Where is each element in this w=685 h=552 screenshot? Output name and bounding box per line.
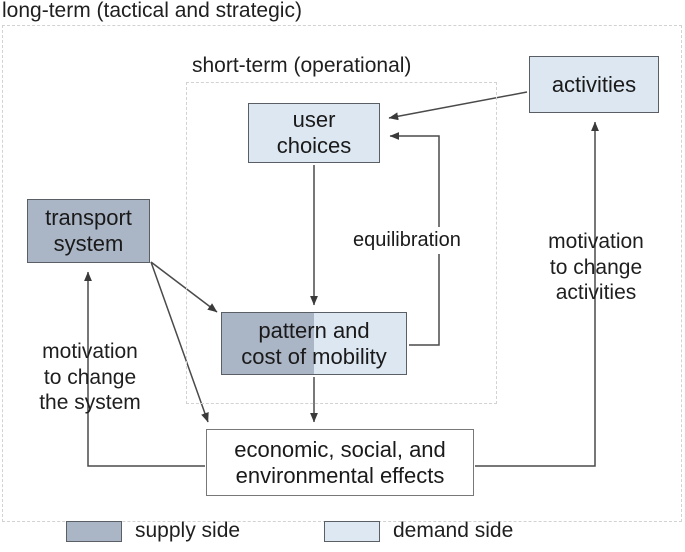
supply-half-fill — [222, 313, 314, 374]
legend-supply-side: supply side — [66, 519, 240, 543]
node-effects-label: economic, social, and environmental effe… — [234, 436, 446, 488]
edge-transport-to-pattern — [150, 261, 218, 313]
legend-label-supply: supply side — [135, 519, 241, 542]
annotation-equilibration: equilibration — [348, 227, 466, 254]
node-activities-label: activities — [551, 71, 637, 97]
node-user-choices-label: user choices — [276, 107, 352, 158]
edge-effects-to-activities — [475, 121, 599, 467]
annotation-motivation-change-system: motivation to change the system — [39, 340, 141, 415]
annotation-motivation-change-activities: motivation to change activities — [548, 230, 644, 305]
zone-label-short-term: short-term (operational) — [192, 54, 412, 77]
node-effects[interactable]: economic, social, and environmental effe… — [206, 429, 474, 496]
node-pattern-cost-mobility-label: pattern and cost of mobility — [241, 317, 387, 369]
node-activities[interactable]: activities — [529, 56, 659, 113]
edge-transport-to-effects — [150, 261, 209, 423]
legend-demand-side: demand side — [324, 519, 513, 543]
node-user-choices[interactable]: user choices — [248, 103, 380, 163]
zone-short-term — [186, 82, 497, 404]
node-pattern-cost-mobility[interactable]: pattern and cost of mobility — [221, 312, 407, 375]
edge-activities-to-user-choices — [388, 91, 528, 121]
zone-label-long-term: long-term (tactical and strategic) — [2, 0, 302, 22]
legend-swatch-demand-icon — [324, 520, 380, 542]
node-transport-system-label: transport system — [45, 205, 132, 256]
legend-label-demand: demand side — [393, 519, 514, 542]
node-transport-system[interactable]: transport system — [27, 199, 150, 263]
legend-swatch-supply-icon — [66, 520, 122, 542]
edge-effects-to-transport-system — [84, 271, 205, 467]
